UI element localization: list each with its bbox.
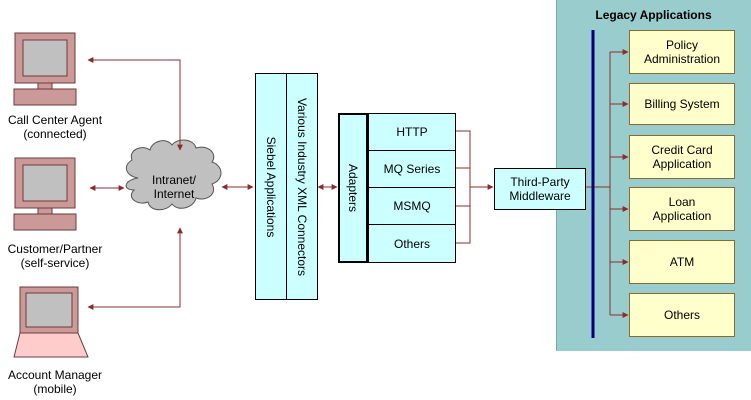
account-manager-label: Account Manager (mobile) xyxy=(7,368,103,396)
xml-connectors-box xyxy=(286,73,318,300)
xml-connectors-label: Various Industry XML Connectors xyxy=(295,97,309,277)
legacy-item-atm: ATM xyxy=(629,240,735,284)
legacy-item-credit-card-application: Credit Card Application xyxy=(629,135,735,179)
adapter-others: Others xyxy=(368,224,456,263)
legacy-item-loan-application: Loan Application xyxy=(629,187,735,231)
legacy-item-policy-administration: Policy Administration xyxy=(629,30,735,74)
third-party-middleware-box: Third-Party Middleware xyxy=(494,168,586,210)
siebel-applications-label: Siebel Applications xyxy=(264,136,278,238)
adapters-box xyxy=(338,113,368,263)
legacy-item-others: Others xyxy=(629,293,735,337)
adapter-msmq: MSMQ xyxy=(368,187,456,225)
call-center-agent-label: Call Center Agent (connected) xyxy=(7,113,103,141)
legacy-item-billing-system: Billing System xyxy=(629,83,735,125)
adapter-mq-series: MQ Series xyxy=(368,150,456,188)
legacy-applications-title: Legacy Applications xyxy=(595,8,712,22)
call-center-agent-computer-icon xyxy=(13,32,77,106)
account-manager-laptop-icon xyxy=(13,286,89,358)
adapter-http: HTTP xyxy=(368,113,456,151)
adapters-label: Adapters xyxy=(346,163,360,213)
customer-partner-label: Customer/Partner (self-service) xyxy=(7,242,103,270)
network-label: Intranet/ Internet xyxy=(151,173,197,201)
customer-partner-computer-icon xyxy=(13,157,77,231)
